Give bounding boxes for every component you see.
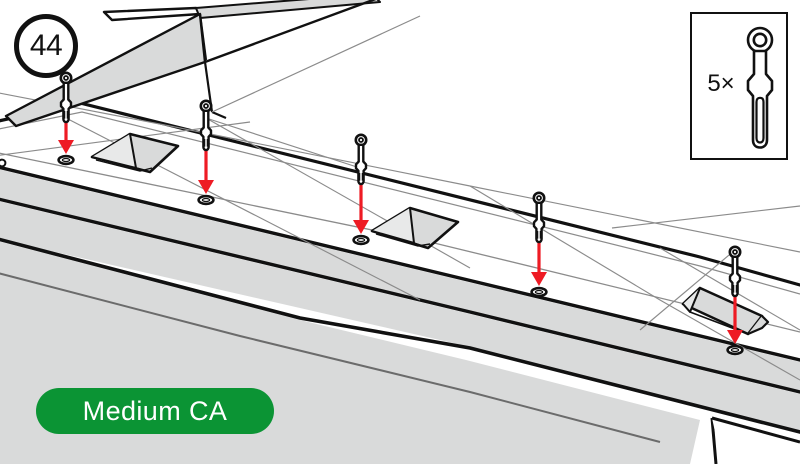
step-number-badge: 44 bbox=[14, 14, 78, 78]
control-horn-icon bbox=[746, 26, 774, 149]
step-number-label: 44 bbox=[29, 29, 63, 62]
pocket-2 bbox=[370, 206, 460, 250]
adhesive-type-badge: Medium CA bbox=[36, 388, 274, 434]
adhesive-type-label: Medium CA bbox=[82, 395, 228, 426]
pocket-1 bbox=[90, 132, 180, 174]
parts-quantity-label: 5× bbox=[707, 70, 735, 97]
pocket-3 bbox=[681, 286, 770, 336]
angled-strut bbox=[4, 0, 421, 128]
parts-callout-box: 5× bbox=[690, 12, 788, 160]
control-horn-icon bbox=[199, 99, 213, 152]
control-horn-icon bbox=[354, 133, 368, 186]
